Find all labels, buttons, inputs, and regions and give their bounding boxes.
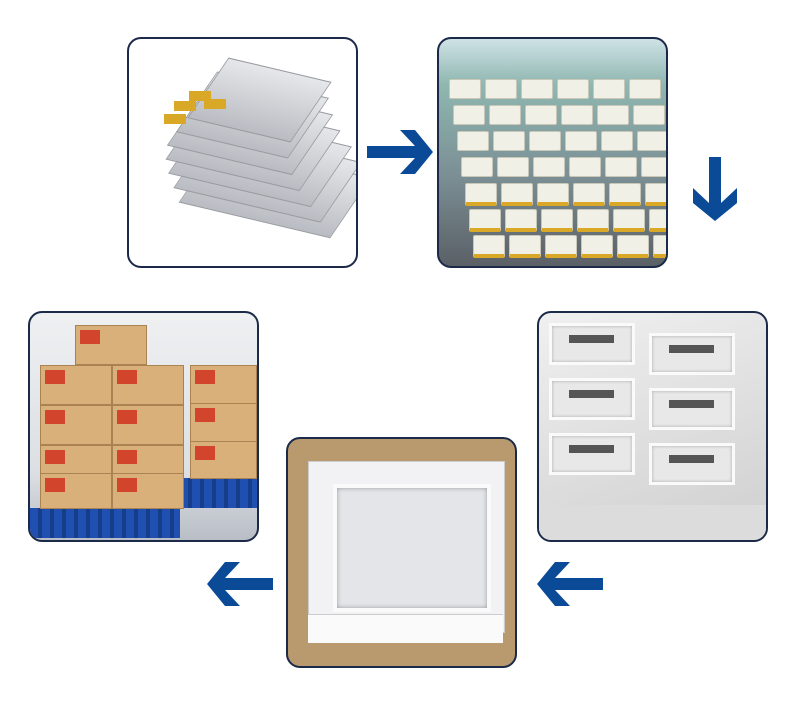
tray-cell <box>537 183 569 206</box>
photo-boxed-foam-insert <box>286 437 517 668</box>
tray-cell <box>593 79 625 99</box>
tray-cell <box>617 235 649 258</box>
tray-cell <box>521 79 553 99</box>
tray-cell <box>485 79 517 99</box>
tray-cell <box>469 209 501 232</box>
tray-cell <box>497 157 529 177</box>
tray-cell <box>637 131 666 151</box>
tray-cell <box>505 209 537 232</box>
tray-cell <box>529 131 561 151</box>
tray-cell <box>633 105 665 125</box>
arrow-down-icon <box>693 157 737 221</box>
tray-cell <box>461 157 493 177</box>
tray-cell <box>605 157 637 177</box>
tray-cell <box>581 235 613 258</box>
tray-cell <box>609 183 641 206</box>
tray-cell <box>573 183 605 206</box>
tray-cell <box>601 131 633 151</box>
tray-cell <box>453 105 485 125</box>
tray-cell <box>493 131 525 151</box>
tray-cell <box>565 131 597 151</box>
tray-cell <box>649 209 666 232</box>
tray-cell <box>597 105 629 125</box>
tray-cell <box>501 183 533 206</box>
tray-cell <box>541 209 573 232</box>
arrow-right-icon <box>367 130 433 174</box>
tray-cell <box>509 235 541 258</box>
photo-stacked-cartons <box>28 311 259 542</box>
tray-cell <box>525 105 557 125</box>
arrow-left-icon <box>537 562 603 606</box>
tray-cell <box>569 157 601 177</box>
tray-cell <box>641 157 666 177</box>
tray-cell <box>465 183 497 206</box>
tray-cell <box>489 105 521 125</box>
tray-cell <box>561 105 593 125</box>
photo-battery-cells <box>127 37 358 268</box>
tray-cell <box>653 235 666 258</box>
tray-cell <box>557 79 589 99</box>
tray-cell <box>613 209 645 232</box>
tray-cell <box>457 131 489 151</box>
tray-cell <box>577 209 609 232</box>
tray-cell <box>645 183 666 206</box>
tray-cell <box>449 79 481 99</box>
tray-cell <box>473 235 505 258</box>
tray-cell <box>533 157 565 177</box>
photo-foam-tray-packing <box>537 311 768 542</box>
arrow-left-icon <box>207 562 273 606</box>
tray-cell <box>629 79 661 99</box>
photo-cells-in-trays <box>437 37 668 268</box>
tray-cell <box>545 235 577 258</box>
